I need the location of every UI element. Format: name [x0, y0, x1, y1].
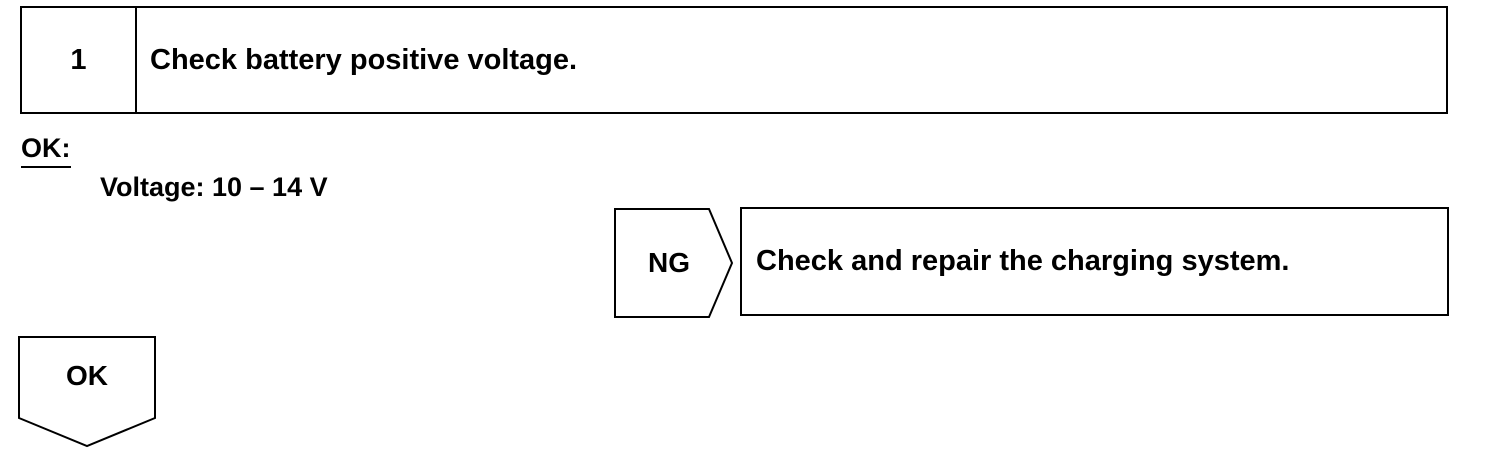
ng-label: NG — [648, 247, 690, 278]
ok-arrow-tag: OK — [18, 336, 158, 448]
ng-arrow-shape — [614, 208, 734, 318]
step-header: 1 Check battery positive voltage. — [20, 6, 1448, 114]
ok-arrow-shape — [18, 336, 156, 448]
ng-arrow-tag: NG — [614, 208, 734, 318]
ok-label: OK: — [21, 133, 71, 168]
voltage-spec: Voltage: 10 – 14 V — [100, 172, 328, 202]
ok-tag-label: OK — [66, 360, 108, 391]
ng-action-box: Check and repair the charging system. — [740, 207, 1449, 316]
step-number: 1 — [22, 8, 137, 112]
step-title: Check battery positive voltage. — [150, 43, 578, 76]
